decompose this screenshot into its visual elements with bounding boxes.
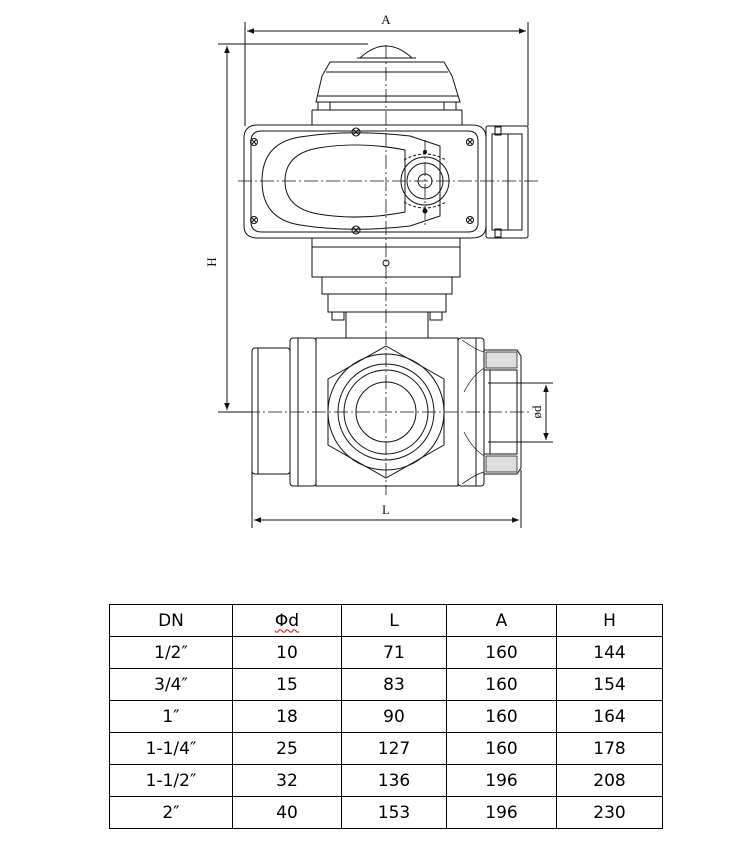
cell-dn: 1/2″ xyxy=(109,636,233,669)
header-phi-d: Φd xyxy=(232,604,342,637)
cell-a: 160 xyxy=(446,732,557,765)
connector-box xyxy=(485,125,529,239)
cell-h: 230 xyxy=(556,796,663,829)
table-row: 1/2″ 10 71 160 144 xyxy=(109,636,663,669)
cell-l: 153 xyxy=(341,796,447,829)
table-row: 1-1/2″ 32 136 196 208 xyxy=(109,764,663,797)
section-hatch xyxy=(461,339,518,485)
cell-l: 90 xyxy=(341,700,447,733)
cell-h: 144 xyxy=(556,636,663,669)
valve-svg: A H L ød xyxy=(204,12,553,528)
cell-phi-d: 18 xyxy=(232,700,342,733)
actuator-cover xyxy=(311,45,463,125)
table-row: 1-1/4″ 25 127 160 178 xyxy=(109,732,663,765)
cell-h: 164 xyxy=(556,700,663,733)
cell-h: 208 xyxy=(556,764,663,797)
cell-phi-d: 25 xyxy=(232,732,342,765)
cell-l: 136 xyxy=(341,764,447,797)
header-phi-d-text: Φd xyxy=(274,610,300,631)
cell-a: 160 xyxy=(446,700,557,733)
dimension-l xyxy=(251,470,522,528)
dimension-d-label: ød xyxy=(529,405,544,419)
header-a: A xyxy=(446,604,557,637)
dimension-l-label: L xyxy=(382,502,390,517)
header-dn: DN xyxy=(109,604,233,637)
mounting-bracket xyxy=(311,237,461,339)
cell-l: 127 xyxy=(341,732,447,765)
table-header-row: DN Φd L A H xyxy=(109,604,663,637)
center-lines xyxy=(238,45,540,495)
dimension-table: DN Φd L A H 1/2″ 10 71 160 144 3/4″ 15 8… xyxy=(109,604,663,829)
cell-phi-d: 10 xyxy=(232,636,342,669)
dimension-h-label: H xyxy=(204,257,219,266)
dimension-a-label: A xyxy=(381,12,391,27)
cell-a: 196 xyxy=(446,764,557,797)
header-l: L xyxy=(341,604,447,637)
cell-dn: 2″ xyxy=(109,796,233,829)
table-row: 1″ 18 90 160 164 xyxy=(109,700,663,733)
actuator-housing xyxy=(243,124,487,239)
cell-l: 83 xyxy=(341,668,447,701)
cell-dn: 1″ xyxy=(109,700,233,733)
table-row: 3/4″ 15 83 160 154 xyxy=(109,668,663,701)
cell-h: 154 xyxy=(556,668,663,701)
valve-drawing: A H L ød xyxy=(204,12,553,528)
cell-a: 196 xyxy=(446,796,557,829)
cell-dn: 3/4″ xyxy=(109,668,233,701)
dimension-a xyxy=(244,22,529,126)
cell-a: 160 xyxy=(446,636,557,669)
cell-a: 160 xyxy=(446,668,557,701)
table-row: 2″ 40 153 196 230 xyxy=(109,796,663,829)
cell-phi-d: 15 xyxy=(232,668,342,701)
dimension-h xyxy=(218,43,368,413)
cell-phi-d: 40 xyxy=(232,796,342,829)
cell-dn: 1-1/2″ xyxy=(109,764,233,797)
cell-phi-d: 32 xyxy=(232,764,342,797)
cell-dn: 1-1/4″ xyxy=(109,732,233,765)
valve-body xyxy=(251,337,522,487)
header-h: H xyxy=(556,604,663,637)
cell-h: 178 xyxy=(556,732,663,765)
cell-l: 71 xyxy=(341,636,447,669)
